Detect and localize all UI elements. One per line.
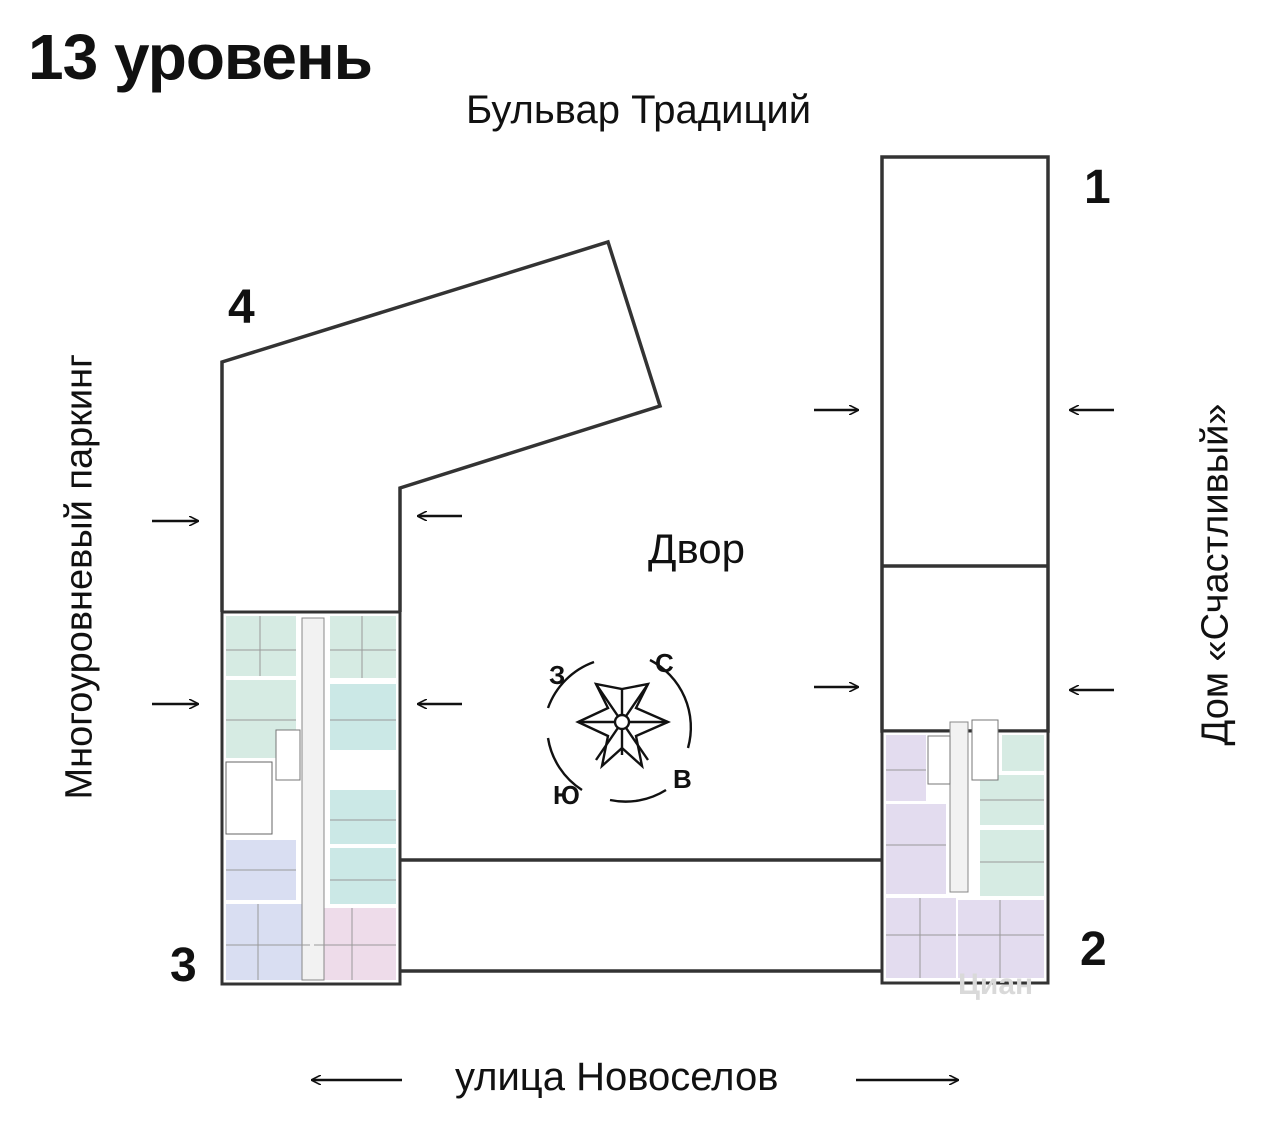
neighbor-house-label: Дом «Счастливый» xyxy=(1194,403,1237,746)
parking-label: Многоуровневый паркинг xyxy=(58,354,101,800)
page-title: 13 уровень xyxy=(28,21,373,93)
compass-north: С xyxy=(655,648,674,678)
street-label-bottom: улица Новоселов xyxy=(455,1055,779,1099)
building-number-2: 2 xyxy=(1080,923,1107,976)
building-number-1: 1 xyxy=(1084,161,1111,214)
building-1-outline xyxy=(880,155,1050,733)
building-number-3: 3 xyxy=(170,939,197,992)
compass-south: Ю xyxy=(553,780,580,810)
courtyard-label: Двор xyxy=(648,525,746,572)
building-3-floorplan xyxy=(220,610,402,986)
street-label-top: Бульвар Традиций xyxy=(466,88,812,132)
building-4-outline xyxy=(220,239,663,612)
building-number-4: 4 xyxy=(228,281,255,334)
building-2-floorplan xyxy=(880,719,1050,985)
compass-west: З xyxy=(549,660,566,690)
compass-east: В xyxy=(673,764,692,794)
compass-rose-icon xyxy=(546,658,693,803)
watermark: Циан xyxy=(958,968,1034,1001)
entrance-arrows xyxy=(152,410,1114,1080)
